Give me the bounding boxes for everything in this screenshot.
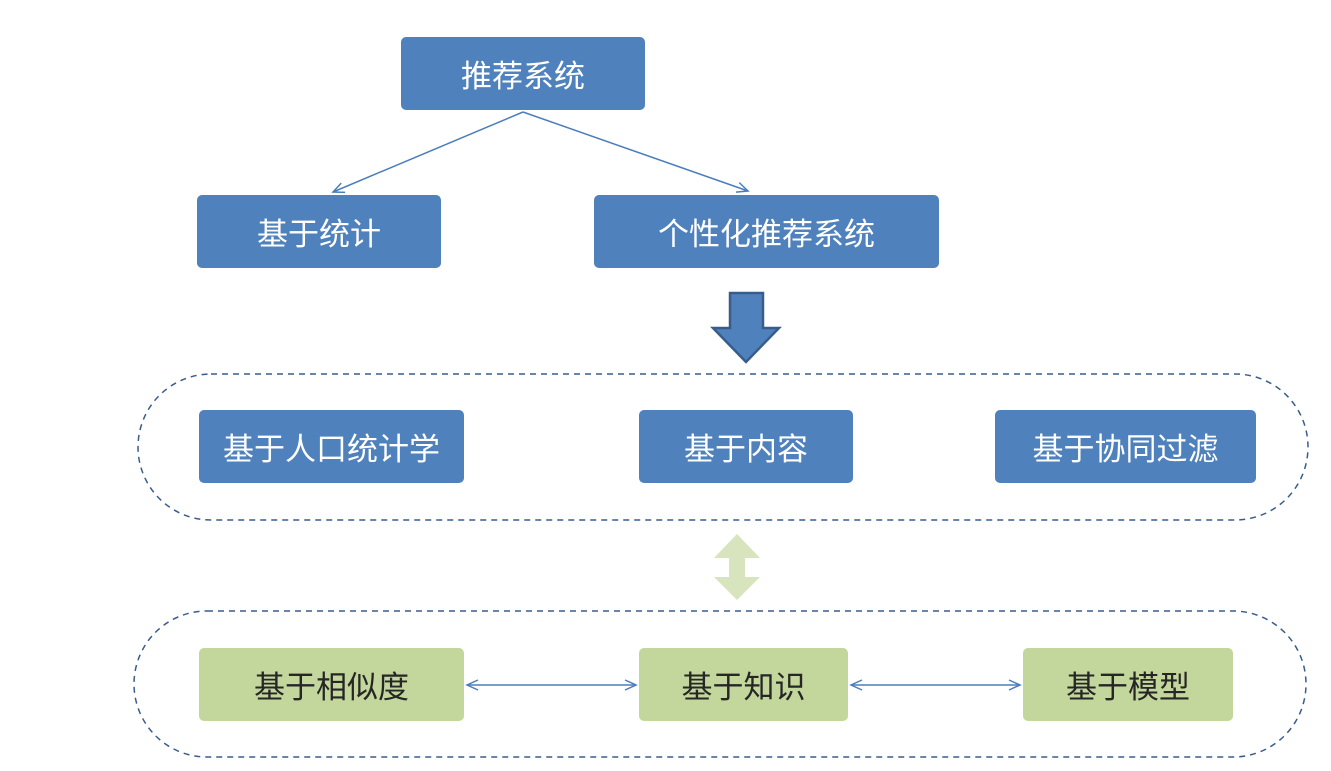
node-label: 基于统计 [257, 217, 381, 253]
node-statistics-based: 基于统计 [197, 195, 441, 268]
node-demographic-based: 基于人口统计学 [199, 410, 464, 483]
connector-root-to-personalized [522, 111, 750, 193]
methods-group-outline [137, 373, 1309, 521]
node-recommender-system: 推荐系统 [401, 37, 645, 110]
node-label: 基于人口统计学 [223, 432, 440, 468]
node-label: 基于模型 [1066, 670, 1190, 706]
up-down-arrow-icon [714, 534, 760, 600]
connector-root-to-statistics [331, 111, 524, 194]
node-model-based: 基于模型 [1023, 648, 1233, 721]
node-content-based: 基于内容 [639, 410, 853, 483]
node-label: 基于知识 [681, 670, 806, 706]
node-label: 基于内容 [684, 432, 808, 468]
node-label: 推荐系统 [461, 59, 585, 95]
node-label: 基于协同过滤 [1032, 432, 1219, 468]
node-personalized-recommender: 个性化推荐系统 [594, 195, 939, 268]
node-collaborative-filtering: 基于协同过滤 [995, 410, 1256, 483]
node-label: 基于相似度 [254, 670, 409, 706]
node-label: 个性化推荐系统 [658, 217, 875, 253]
node-similarity-based: 基于相似度 [199, 648, 464, 721]
block-down-arrow-icon [710, 291, 782, 364]
node-knowledge-based: 基于知识 [639, 648, 848, 721]
